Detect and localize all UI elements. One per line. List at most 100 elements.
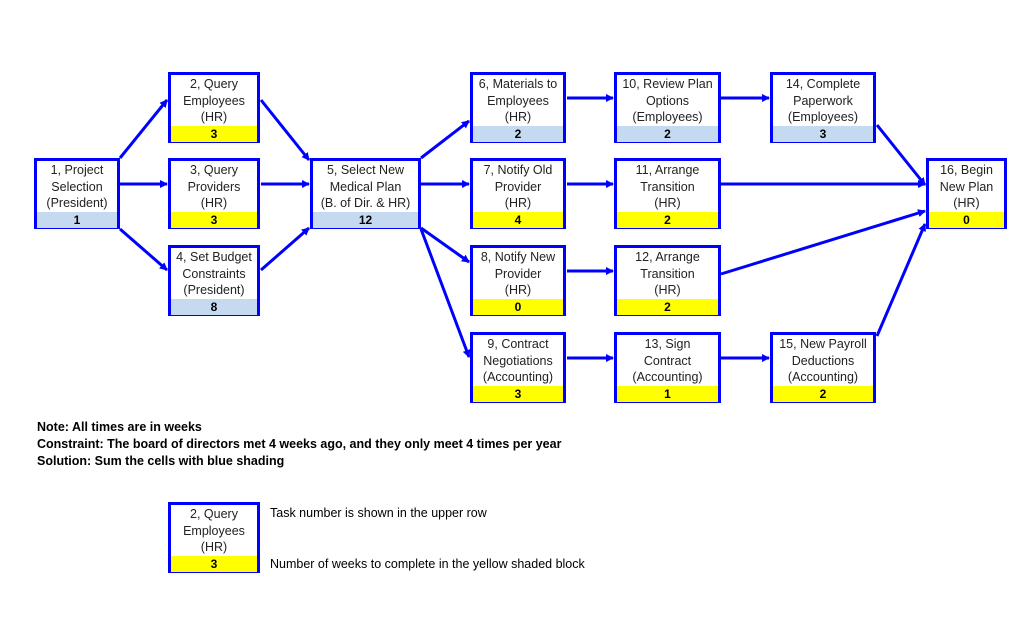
task-line: (HR) [654, 196, 681, 210]
task-line: 15, New Payroll [779, 337, 867, 351]
task-line: 13, Sign [644, 337, 691, 351]
arrow-2-to-5 [259, 99, 311, 161]
arrow-5-to-6 [420, 119, 470, 160]
task-line: (Employees) [632, 110, 703, 124]
task-line: Selection [51, 179, 103, 194]
task-weeks: 3 [773, 125, 873, 142]
task-line: 7, Notify Old [483, 163, 553, 177]
task-line: Employees [183, 93, 245, 108]
task-weeks: 2 [473, 125, 563, 142]
task-line: (HR) [953, 196, 980, 210]
task-line: (President) [183, 283, 245, 297]
task-line: 5, Select New [326, 163, 405, 177]
arrow-5-to-8 [420, 226, 470, 264]
task-line: 6, Materials to [478, 77, 558, 91]
task-line: (President) [46, 196, 108, 210]
task-line: Provider [494, 179, 542, 194]
task-line: Providers [187, 179, 241, 194]
task-line: Transition [640, 266, 695, 281]
task-line: 2, Query [190, 77, 238, 91]
task-line: Provider [494, 266, 542, 281]
task-line: (HR) [504, 283, 532, 297]
task-weeks: 2 [617, 125, 718, 142]
arrow-12-to-16 [720, 209, 926, 276]
task-weeks: 1 [37, 211, 117, 228]
task-line: (HR) [504, 196, 532, 210]
task-weeks: 4 [473, 211, 563, 228]
task-line: 8, Notify New [480, 250, 556, 264]
legend-node-line: (HR) [200, 540, 228, 554]
task-line: (HR) [200, 196, 228, 210]
task-line: 14, Complete [785, 77, 861, 91]
task-line: 3, Query [190, 163, 238, 177]
task-line: (HR) [504, 110, 532, 124]
task-line: (HR) [200, 110, 228, 124]
task-line: 10, Review Plan [622, 77, 713, 91]
legend-node-weeks: 3 [171, 555, 257, 572]
task-weeks: 3 [473, 385, 563, 402]
arrow-4-to-5 [260, 226, 310, 272]
task-weeks: 2 [617, 211, 718, 228]
task-line: Options [645, 93, 690, 108]
task-line: Employees [487, 93, 549, 108]
task-node-6: 6, Materials to Employees (HR)2 [470, 72, 566, 143]
task-line: 1, Project [50, 163, 104, 177]
task-weeks: 8 [171, 298, 257, 315]
task-line: 16, Begin [940, 163, 993, 177]
task-line: New Plan [939, 179, 994, 194]
task-line: 9, Contract [487, 337, 549, 351]
task-line: (B. of Dir. & HR) [320, 196, 411, 210]
task-weeks: 0 [929, 211, 1004, 228]
arrow-1-to-2 [118, 99, 169, 159]
task-line: Negotiations [483, 353, 553, 368]
arrow-14-to-16 [875, 124, 927, 186]
task-line: 12, Arrange [635, 250, 700, 264]
task-line: Contract [643, 353, 692, 368]
legend-node: 2, Query Employees (HR) 3 [168, 502, 260, 573]
task-line: 4, Set Budget [176, 250, 252, 264]
arrow-15-to-16 [875, 223, 927, 337]
task-line: Paperwork [793, 93, 853, 108]
task-weeks: 3 [171, 125, 257, 142]
task-line: (HR) [654, 283, 681, 297]
legend-upper-text: Task number is shown in the upper row [270, 506, 487, 520]
task-weeks: 0 [473, 298, 563, 315]
arrow-5-to-9 [419, 228, 471, 358]
legend-node-line: Employees [183, 523, 245, 538]
task-weeks: 1 [617, 385, 718, 402]
task-line: 11, Arrange [635, 163, 700, 177]
task-weeks: 3 [171, 211, 257, 228]
task-weeks: 2 [773, 385, 873, 402]
task-line: Deductions [791, 353, 855, 368]
task-weeks: 12 [313, 211, 418, 228]
task-line: Medical Plan [329, 179, 402, 194]
legend-lower-text: Number of weeks to complete in the yello… [270, 557, 585, 571]
legend-node-line: 2, Query [190, 507, 238, 521]
note-times: Note: All times are in weeks [37, 420, 202, 434]
note-solution: Solution: Sum the cells with blue shadin… [37, 454, 285, 468]
task-line: (Accounting) [787, 370, 859, 384]
arrow-1-to-4 [119, 227, 168, 272]
task-line: (Accounting) [632, 370, 703, 384]
task-line: (Accounting) [482, 370, 554, 384]
task-weeks: 2 [617, 298, 718, 315]
task-line: Transition [640, 179, 695, 194]
note-constraint: Constraint: The board of directors met 4… [37, 437, 562, 451]
task-line: Constraints [182, 266, 246, 281]
